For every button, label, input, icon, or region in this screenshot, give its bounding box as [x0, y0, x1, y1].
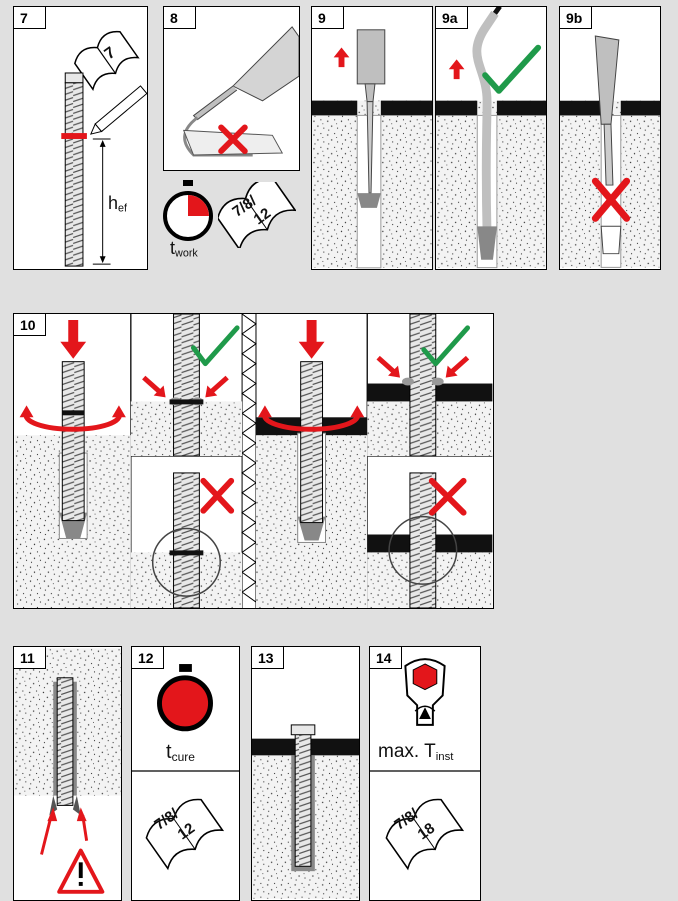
mark-embedment-depth-illustration [14, 7, 147, 269]
cross-icon [203, 481, 231, 511]
step-number: 12 [132, 647, 164, 669]
step-number: 9 [312, 7, 344, 29]
step-9b-panel: 9b [559, 6, 661, 270]
stopwatch-icon [162, 180, 214, 242]
depth-mark [61, 133, 87, 139]
insert-anchor-illustration [14, 314, 493, 608]
cured-anchor-illustration [252, 647, 359, 900]
step-number: 7 [14, 7, 46, 29]
mortar-fill [357, 193, 381, 208]
step-12-panel: 12 tcure 7/8/ 12 [131, 646, 240, 901]
step-number: 8 [164, 7, 196, 29]
up-arrow [334, 48, 350, 68]
step-14-panel: 14 max. Tinst 7/8/ 18 [369, 646, 481, 901]
torque-label: max. Tinst [378, 741, 453, 763]
torque-wrench-icon [405, 659, 444, 725]
step-number: 13 [252, 647, 284, 669]
step-number: 9b [560, 7, 592, 29]
step-number: 14 [370, 647, 402, 669]
step-10-panel: 10 [13, 313, 494, 609]
curing-time-label: tcure [166, 741, 195, 764]
step-number: 11 [14, 647, 46, 669]
step-9a-panel: 9a [435, 6, 547, 270]
threaded-rod [65, 83, 83, 266]
down-arrow [299, 320, 325, 359]
stopwatch-icon [159, 664, 210, 729]
dispenser-gun [233, 27, 299, 101]
inject-with-extension-illustration [436, 7, 546, 269]
embedment-depth-label: hef [108, 193, 127, 215]
step-9-panel: 9 [311, 6, 433, 270]
dispense-waste-illustration [164, 7, 299, 170]
up-arrow [449, 59, 465, 79]
step-7-panel: 7 7 hef [13, 6, 148, 270]
wrong-injection-illustration [560, 7, 660, 269]
pencil-icon [88, 86, 147, 138]
step-8-panel: 8 [163, 6, 300, 171]
step-number: 9a [436, 7, 468, 29]
down-arrow [60, 320, 86, 359]
step-number: 10 [14, 314, 46, 336]
inject-mortar-illustration [312, 7, 432, 269]
hex-head [65, 73, 83, 83]
check-icon [485, 48, 538, 91]
step-13-panel: 13 [251, 646, 360, 901]
cross-icon [432, 481, 464, 513]
check-icon [193, 328, 237, 364]
torque-illustration [370, 647, 480, 900]
step-11-panel: 11 [13, 646, 122, 901]
curing-time-illustration [132, 647, 239, 900]
overhead-install-illustration [14, 647, 121, 900]
cartridge [357, 30, 385, 84]
working-time-label: twork [170, 238, 198, 260]
